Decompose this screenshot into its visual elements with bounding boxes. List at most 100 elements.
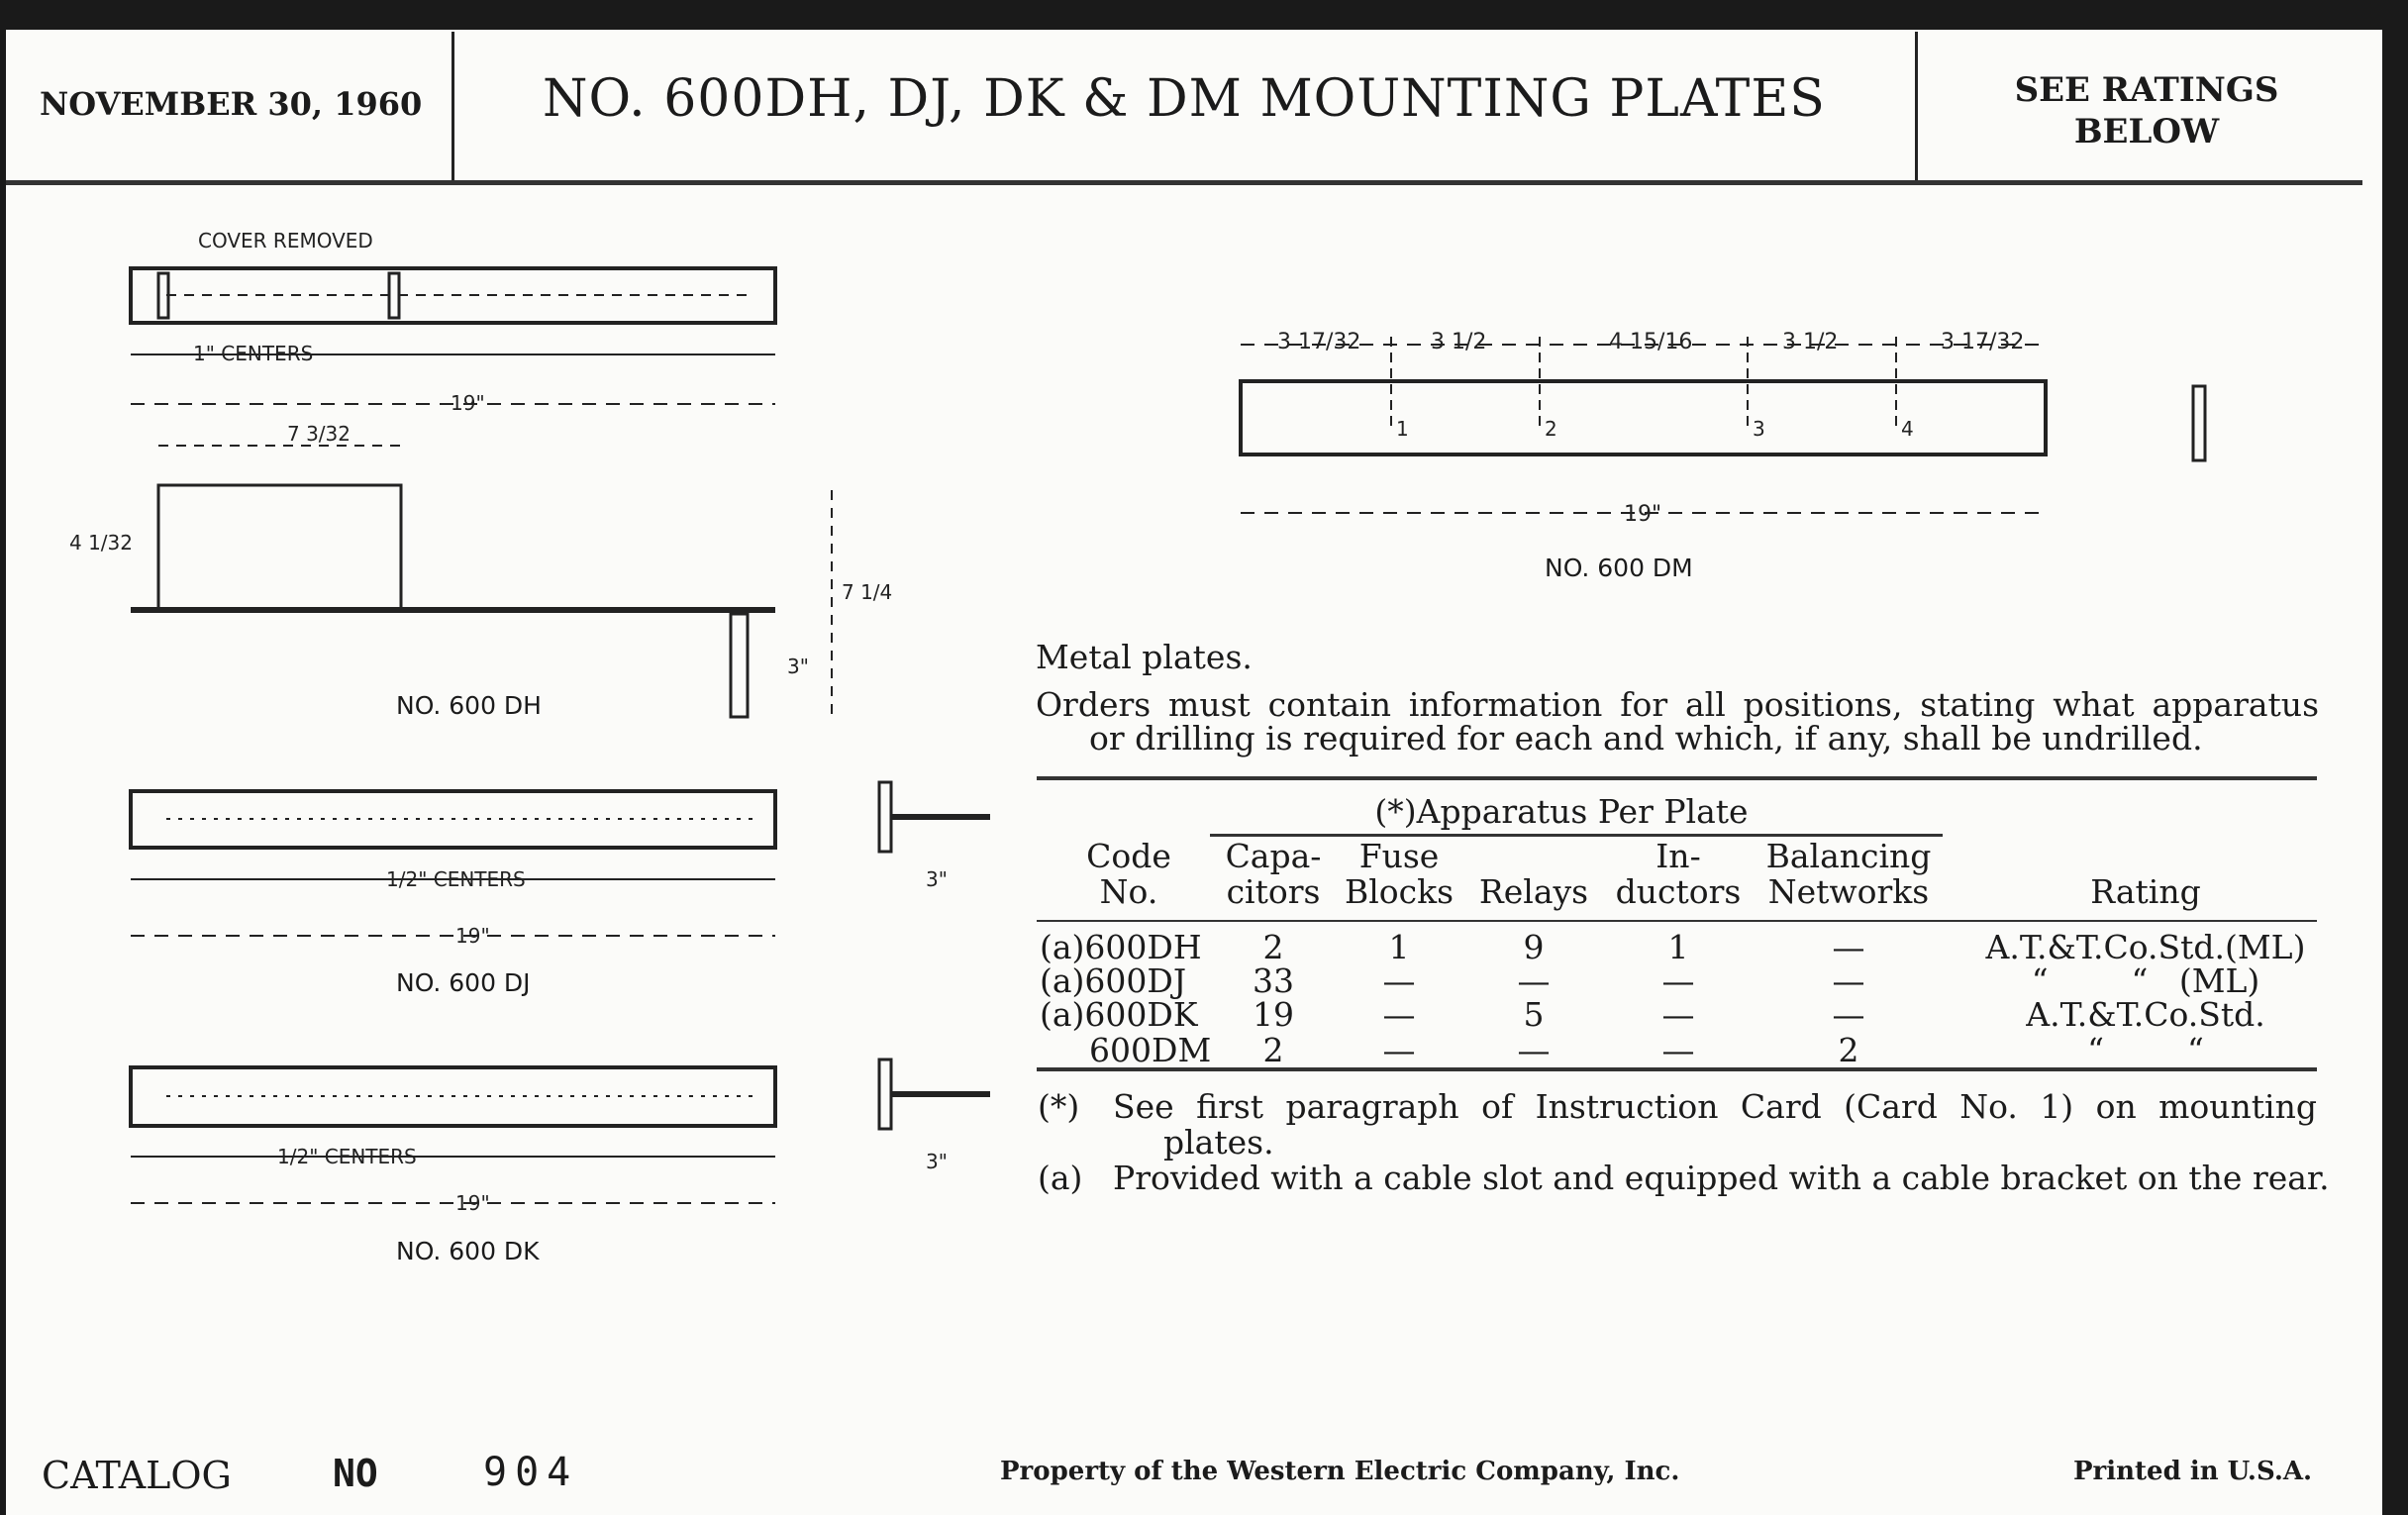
dm-position-2: 2 (1545, 417, 1557, 441)
footer-printed: Printed in U.S.A. (2073, 1457, 2313, 1486)
drawing-600dk (129, 1058, 990, 1204)
note-star-mark: (*) (1038, 1087, 1080, 1126)
cell-cap: 19 (1253, 995, 1294, 1034)
cell-code: (a)600DH (1040, 928, 1202, 966)
group-header-rule (1210, 834, 1943, 837)
cell-code: (a)600DJ (1040, 961, 1187, 1000)
cell-relays: 5 (1523, 995, 1545, 1034)
col-bal-l2: Networks (1767, 872, 1930, 911)
caption-600dj: NO. 600 DJ (396, 968, 531, 997)
col-bal-l1: Balancing (1765, 837, 1932, 875)
dh-centers: 1" CENTERS (193, 342, 313, 365)
col-cap-l1: Capa- (1225, 837, 1322, 875)
dk-centers: 1/2" CENTERS (277, 1145, 417, 1168)
header-bottom-rule (1037, 920, 2317, 922)
page-title: NO. 600DH, DJ, DK & DM MOUNTING PLATES (543, 69, 1826, 129)
drawing-600dh-top (129, 266, 777, 405)
note-a-text: Provided with a cable slot and equipped … (1113, 1159, 2330, 1197)
cell-code: (a)600DK (1040, 995, 1198, 1034)
footer-catalog: CATALOG (42, 1454, 232, 1497)
dm-spacing-5: 3 17/32 (1941, 330, 2024, 354)
footer-no: NO (333, 1452, 378, 1495)
col-cap-l2: citors (1226, 872, 1321, 911)
header-divider (452, 32, 454, 180)
dm-spacing-1: 3 17/32 (1277, 330, 1360, 354)
col-inductors: In-ductors (1616, 839, 1742, 910)
dj-length: 19" (455, 924, 490, 948)
dh-bracket: 3" (787, 655, 809, 678)
cell-fuse: — (1382, 995, 1416, 1034)
col-fuse-l2: Blocks (1344, 872, 1455, 911)
note-a-mark: (a) (1038, 1159, 1083, 1197)
cell-cap: 2 (1262, 928, 1284, 966)
metal-plates-text: Metal plates. (1036, 638, 1253, 676)
col-ind-l1: In- (1656, 837, 1701, 875)
col-ind-l2: ductors (1615, 872, 1742, 911)
note-star-text: See first paragraph of Instruction Card … (1113, 1087, 2317, 1126)
footer-property: Property of the Western Electric Company… (1000, 1457, 1680, 1486)
cell-rating: A.T.&T.Co.Std. (2026, 995, 2265, 1034)
dm-spacing-4: 3 1/2 (1782, 330, 1838, 354)
dj-centers: 1/2" CENTERS (386, 867, 526, 891)
col-relays: Relays (1478, 872, 1589, 911)
cell-fuse: — (1382, 961, 1416, 1000)
drawing-600dm (1239, 337, 2207, 514)
drawing-600dh-side (131, 445, 833, 719)
caption-600dm: NO. 600 DM (1545, 554, 1693, 582)
group-header: (*)Apparatus Per Plate (1374, 792, 1749, 831)
catalog-card (6, 30, 2382, 1515)
header-divider (1915, 32, 1918, 180)
cell-ind: — (1661, 1031, 1695, 1069)
cell-code: 600DM (1089, 1031, 1212, 1069)
dm-spacing-3: 4 15/16 (1609, 330, 1692, 354)
orders-line-1: Orders must contain information for all … (1036, 685, 2319, 724)
dm-position-4: 4 (1901, 417, 1914, 441)
dh-width: 7 3/32 (287, 422, 351, 446)
dh-length: 19" (451, 391, 485, 415)
cell-rating: “ “ (ML) (2031, 961, 2260, 1000)
col-capacitors: Capa-citors (1226, 839, 1322, 910)
col-code-l2: No. (1099, 872, 1158, 911)
cell-ind: — (1661, 995, 1695, 1034)
header-rule (6, 180, 2362, 185)
cell-relays: 9 (1523, 928, 1545, 966)
cell-ind: — (1661, 961, 1695, 1000)
header-ratings: SEE RATINGS BELOW (1917, 69, 2376, 152)
footer-catalog-number: 904 (483, 1450, 579, 1495)
header-date: NOVEMBER 30, 1960 (40, 85, 423, 123)
cell-bal: — (1832, 995, 1865, 1034)
cell-relays: — (1517, 961, 1551, 1000)
orders-line-2: or drilling is required for each and whi… (1089, 719, 2203, 758)
cell-bal: — (1832, 928, 1865, 966)
cell-relays: — (1517, 1031, 1551, 1069)
note-star-text-2: plates. (1163, 1123, 1274, 1162)
dh-depth: 7 1/4 (842, 580, 892, 604)
cell-rating: A.T.&T.Co.Std.(ML) (1985, 928, 2306, 966)
dk-length: 19" (455, 1191, 490, 1215)
dm-length: 19" (1624, 502, 1661, 527)
dh-height: 4 1/32 (69, 531, 133, 555)
dm-position-3: 3 (1753, 417, 1765, 441)
drawing-600dj (129, 780, 990, 937)
cell-cap: 2 (1262, 1031, 1284, 1069)
caption-600dk: NO. 600 DK (396, 1237, 540, 1265)
dm-position-1: 1 (1396, 417, 1409, 441)
col-code-l1: Code (1086, 837, 1171, 875)
ratings-line-2: BELOW (2073, 112, 2220, 152)
dj-bracket: 3" (926, 867, 948, 891)
cell-cap: 33 (1253, 961, 1294, 1000)
dk-bracket: 3" (926, 1150, 948, 1173)
cell-ind: 1 (1667, 928, 1689, 966)
table-top-rule (1037, 776, 2317, 780)
table-bottom-rule (1037, 1067, 2317, 1071)
technical-drawings: COVER REMOVED 1" CENTERS 19" 7 3/32 4 1/… (69, 229, 2207, 1215)
cell-bal: 2 (1838, 1031, 1859, 1069)
cell-rating: “ “ (2087, 1031, 2204, 1069)
cell-fuse: 1 (1388, 928, 1410, 966)
cell-bal: — (1832, 961, 1865, 1000)
dh-note: COVER REMOVED (198, 229, 373, 252)
cell-fuse: — (1382, 1031, 1416, 1069)
